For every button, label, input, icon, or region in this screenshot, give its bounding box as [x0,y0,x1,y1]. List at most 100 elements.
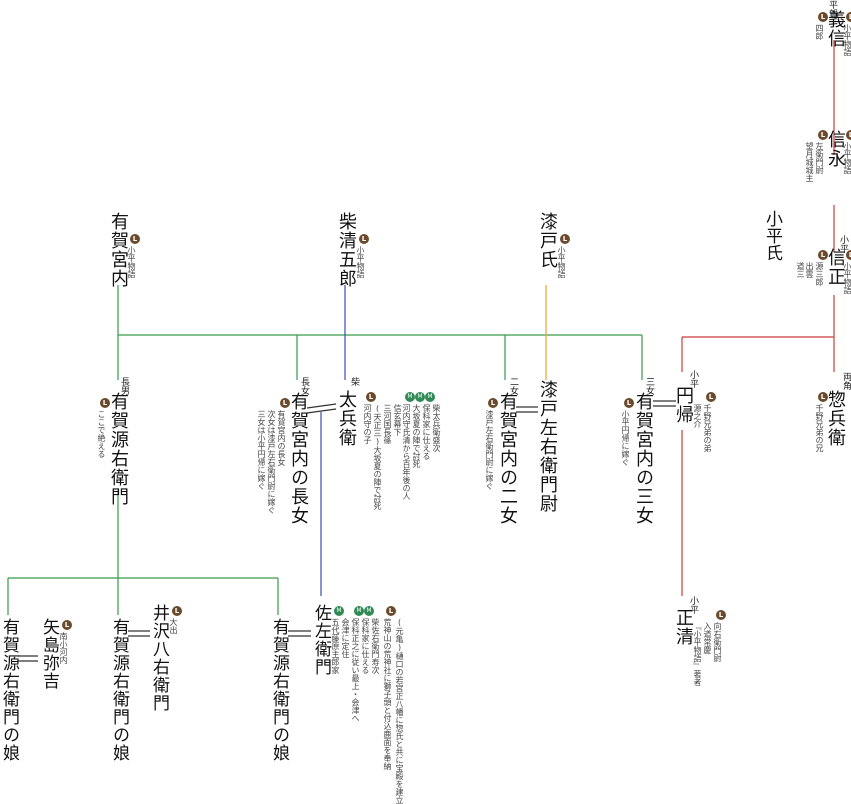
jijo-prefix: 二女 [508,377,518,395]
genemon-prefix: 長男 [119,377,129,395]
sazaemon-icon-l: L [382,606,401,616]
sazaemon-note6: 荒神山の荒神社に獅子頭と付込鹿面を奉納 [383,618,392,770]
yajima-name: 矢島弥吉 [39,618,59,690]
nobunaga-sub2: 望月城城主 [805,142,814,182]
yoshinobu-icon-l: L [814,12,833,22]
izawa-note: 大出 [169,618,178,634]
urushido-name: 漆戸氏 [537,212,558,269]
tahyoe-g2: 保科家に仕える [422,404,431,460]
sazaemon-note7: (元亀)樋口の若宮正八幡に惣氏と共に宝殿を建立 [395,618,404,804]
chojo-note3: 三女は小平円帰に嫁ぐ [257,410,266,490]
sazaemon-gicon2: M [350,606,369,616]
sanjo-prefix: 三女 [644,377,654,395]
enki-note1: 千野兄弟の弟 [703,404,712,452]
nobumasa-icon-l: L [814,250,833,260]
urushidoemon-name: 漆戸左右衛門尉 [537,380,558,513]
tahyoe-gicon2: M [411,392,430,402]
nobunaga-name: 信永 [825,130,846,168]
chojo-icon-l: L [276,398,295,408]
sanjo-note: 小平円帰に嫁ぐ [621,410,630,466]
arugamiyauchi-name: 有賀宮内 [108,212,129,288]
nobunaga-sub1: 左衛門尉 [815,142,824,174]
urushido-ref: 小平物語 [557,246,566,278]
masakiyo-name: 正清 [673,608,694,646]
tahyoe-note1: 信玄幕下 [393,404,402,436]
shibaseigoro-ref: 小平物語 [356,246,365,278]
chojo-prefix: 長女 [299,377,309,395]
tahyoe-g4: 河内守氏清から百年後の人 [402,404,411,500]
masakiyo-icon-l: L [712,610,731,620]
shibaseigoro-name: 柴清五郎 [336,212,357,288]
tahyoe-note4: 河内守の子 [363,404,372,444]
sobei-prefix: 両角 [841,372,851,390]
masakiyo-note1: 向右衛門尉 [713,622,722,662]
clan-label: 小平氏 [762,210,782,261]
yoshinobu-ref-icon: L [842,12,851,22]
yoshinobu-ref: 小平物語 [843,24,851,56]
urushido-ref-icon: L [556,234,575,244]
tahyoe-prefix: 柴 [349,377,359,386]
sazaemon-note4: 柴佐右衛門寿次 [371,618,380,674]
nobumasa-sub2: 道三 [796,262,805,278]
masakiyo-note2: 入道常慶 [703,622,712,654]
shibaseigoro-ref-icon: L [355,234,374,244]
tahyoe-gicon1: M [401,392,420,402]
enki-name: 円帰 [673,386,694,424]
tahyoe-gicon3: M [421,392,440,402]
masakiyo-note3: 『小平物語』著者 [693,622,702,686]
jijo-name: 有賀宮内の二女 [497,392,518,525]
sanjo-icon-l: L [620,398,639,408]
tahyoe-icon-l: L [362,392,381,402]
sazaemon-note1: 五代藤原主郎家 [331,618,340,674]
nobumasa-sub3: 源三郎 [815,262,824,286]
chojo-note1: 有賀宮内の長女 [277,410,286,466]
genemon-icon-l: L [96,398,115,408]
sazaemon-note3: 保科正之に従い最上・会津へ [351,618,360,722]
sazaemon-name: 佐左衛門 [311,604,331,676]
nobunaga-icon-l: L [814,130,833,140]
tahyoe-g1: 柴太兵衛盛次 [432,404,441,452]
arugamiyauchi-ref-icon: L [126,234,145,244]
sobei-icon-l: L [814,392,833,402]
musume3-name: 有賀源右衛門の娘 [269,618,289,762]
enki-icon-l: L [702,392,721,402]
yoshinobu-prefix: 平賀 [827,0,837,18]
arugamiyauchi-ref: 小平物語 [127,246,136,278]
enki-note2: 源之介 [693,404,702,428]
masakiyo-prefix: 小平 [688,596,698,614]
jijo-icon-l: L [484,398,503,408]
sazaemon-gicon3: M [360,606,379,616]
yoshinobu-name: 義信 [825,10,846,48]
chojo-note2: 次女は漆戸左右衛門尉に嫁ぐ [267,410,276,514]
nobumasa-ref: 小平物語 [843,262,851,294]
nobunaga-ref: 小平物語 [843,142,851,174]
nobumasa-ref-icon: L [842,250,851,260]
sobei-note: 千野兄弟の兄 [815,404,824,452]
genemon-name: 有賀源右衛門 [108,392,129,506]
nobumasa-prefix: 小平 [838,235,848,253]
musume1-name: 有賀源右衛門の娘 [0,618,19,762]
izawa-name: 井沢八右衛門 [149,604,169,712]
tahyoe-note2: 三河国長篠 [383,404,392,444]
sazaemon-gicon1: M [330,606,349,616]
nobunaga-ref-icon: L [842,130,851,140]
enki-prefix: 小平 [688,370,698,388]
tahyoe-name: 太兵衛 [336,390,357,447]
tahyoe-note3: (天正三)大坂夏の陣で討死 [373,404,382,510]
izawa-icon-l: L [168,606,187,616]
nobumasa-sub1: 出雲 [805,262,814,278]
sobei-name: 惣兵衛 [825,390,846,447]
jijo-note: 漆戸左右衛門尉に嫁ぐ [485,410,494,490]
yajima-icon-l: L [58,620,77,630]
sazaemon-note5: 保科家に仕える [361,618,370,674]
yajima-note: 南小河内 [59,632,68,664]
marriage-marks [18,400,676,662]
chojo-name: 有賀宮内の長女 [288,392,309,525]
tahyoe-g3: 大坂夏の陣で討死 [412,404,421,468]
yoshinobu-sub: 四郎 [815,24,824,40]
genemon-note: ここで絶える [97,410,106,458]
musume2-name: 有賀源右衛門の娘 [109,618,129,762]
sanjo-name: 有賀宮内の三女 [633,392,654,525]
sazaemon-note2: 会津に定住 [341,618,350,658]
